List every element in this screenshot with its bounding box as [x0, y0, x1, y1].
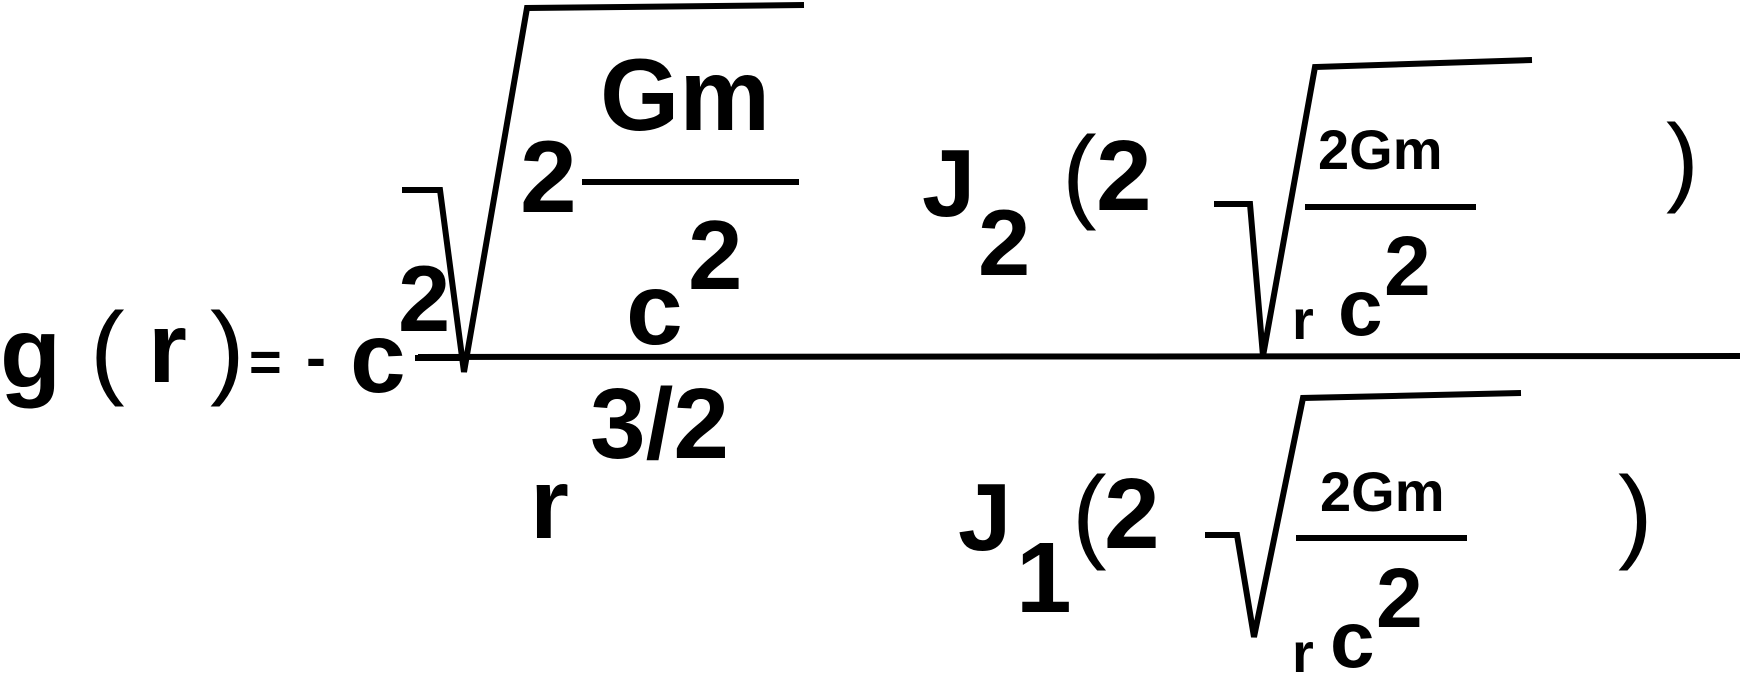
- inner-denominator-exponent: 2: [688, 200, 743, 310]
- denominator-r: r: [530, 448, 569, 560]
- function-g: g: [0, 297, 62, 409]
- speed-of-light-c: c: [350, 302, 406, 414]
- bessel-j1-arg-r: r: [1292, 621, 1314, 684]
- inner-denominator-c: c: [626, 252, 683, 366]
- bessel-j1-order: 1: [1016, 522, 1072, 634]
- lhs-open-paren: (: [90, 292, 125, 408]
- main-fraction-bar: [417, 353, 1741, 360]
- bessel-j2-open-paren: (: [1062, 116, 1097, 232]
- inner-numerator-gm: Gm: [600, 38, 771, 152]
- bessel-j2-arg-numerator: 2Gm: [1318, 118, 1443, 181]
- radical-coefficient: 2: [520, 120, 577, 234]
- bessel-j1-open-paren: (: [1072, 456, 1107, 572]
- bessel-j2-arg-r: r: [1292, 288, 1314, 351]
- bessel-j1-coefficient: 2: [1104, 458, 1160, 570]
- variable-r: r: [148, 292, 187, 404]
- outer-radical-sign: [402, 2, 805, 373]
- bessel-j2-close-paren: ): [1666, 104, 1699, 214]
- minus-sign: -: [306, 324, 326, 391]
- bessel-j1-arg-numerator: 2Gm: [1320, 460, 1445, 523]
- bessel-j1-arg-exponent: 2: [1376, 551, 1423, 645]
- denominator-r-exponent: 3/2: [590, 368, 730, 480]
- bessel-j2-order: 2: [978, 190, 1031, 295]
- c-exponent: 2: [398, 246, 451, 351]
- j2-radical-sign: [1214, 57, 1533, 357]
- bessel-j2-coefficient: 2: [1096, 120, 1152, 232]
- bessel-j1-close-paren: ): [1618, 456, 1653, 572]
- bessel-j2-arg-c: c: [1338, 263, 1383, 352]
- bessel-j2-arg-exponent: 2: [1384, 219, 1431, 313]
- equals-sign: =: [249, 330, 282, 393]
- bessel-j1-symbol: J: [958, 464, 1012, 571]
- j1-radical-sign: [1205, 390, 1522, 638]
- bessel-j1-arg-c: c: [1330, 595, 1375, 684]
- lhs-close-paren: ): [210, 292, 245, 408]
- bessel-j2-symbol: J: [922, 130, 976, 237]
